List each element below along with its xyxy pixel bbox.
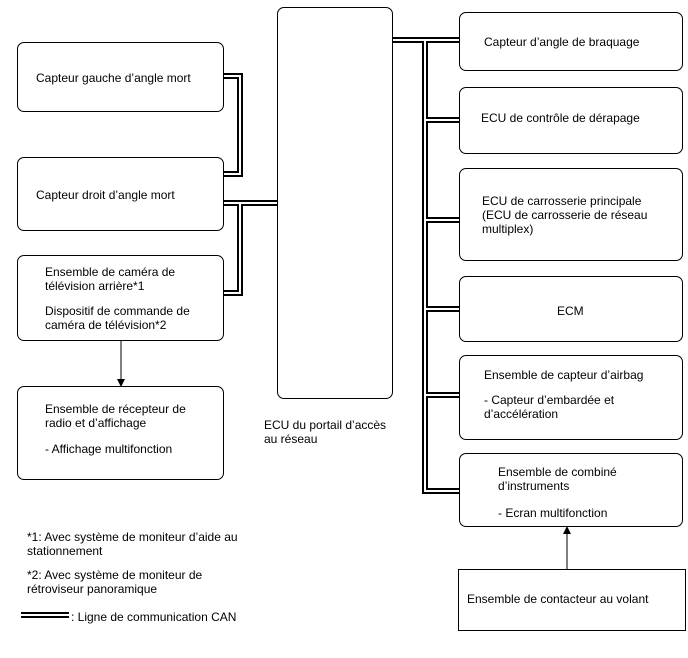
radio-receiver-label-1: Ensemble de récepteur de bbox=[45, 402, 186, 416]
gateway-ecu-box bbox=[277, 7, 393, 399]
footnote-2-line-2: rétroviseur panoramique bbox=[27, 582, 158, 596]
main-body-ecu-label-3: multiplex) bbox=[482, 222, 534, 236]
ecm-label: ECM bbox=[557, 304, 584, 318]
ecm-box: ECM bbox=[459, 276, 683, 342]
can-bus-blind-spot-left bbox=[224, 73, 243, 177]
skid-control-ecu-box: ECU de contrôle de dérapage bbox=[459, 87, 683, 154]
steering-angle-sensor-label: Capteur d’angle de braquage bbox=[484, 35, 640, 49]
steering-pad-switch-label: Ensemble de contacteur au volant bbox=[467, 592, 649, 606]
rear-camera-label-1: Ensemble de caméra de bbox=[45, 265, 176, 279]
main-body-ecu-label-1: ECU de carrosserie principale bbox=[482, 194, 642, 208]
can-bus-blind-spot-left-core bbox=[224, 75, 241, 175]
blind-spot-right-sensor-box: Capteur droit d’angle mort bbox=[17, 157, 224, 231]
can-line-legend-symbol bbox=[21, 612, 69, 618]
skid-control-ecu-label: ECU de contrôle de dérapage bbox=[481, 111, 640, 125]
rear-camera-label-2: télévision arrière*1 bbox=[45, 279, 145, 293]
yaw-rate-sensor-label-1: - Capteur d’embardée et bbox=[484, 393, 615, 407]
radio-receiver-box: Ensemble de récepteur de radio et d’affi… bbox=[17, 386, 224, 480]
footnote-1-line-1: *1: Avec système de moniteur d’aide au bbox=[27, 530, 238, 544]
rear-camera-box: Ensemble de caméra de télévision arrière… bbox=[17, 255, 224, 341]
camera-controller-label-1: Dispositif de commande de bbox=[45, 304, 190, 318]
blind-spot-left-sensor-label: Capteur gauche d’angle mort bbox=[36, 71, 191, 85]
airbag-sensor-box: Ensemble de capteur d’airbag - Capteur d… bbox=[459, 355, 683, 440]
blind-spot-right-sensor-label: Capteur droit d’angle mort bbox=[36, 188, 175, 202]
camera-controller-label-2: caméra de télévision*2 bbox=[45, 318, 167, 332]
combination-meter-label-2: d’instruments bbox=[498, 479, 570, 493]
can-line-legend-label: : Ligne de communication CAN bbox=[71, 610, 237, 624]
radio-receiver-label-2: radio et d’affichage bbox=[45, 416, 147, 430]
main-body-ecu-box: ECU de carrosserie principale (ECU de ca… bbox=[459, 168, 683, 261]
main-body-ecu-label-2: (ECU de carrosserie de réseau bbox=[482, 208, 648, 222]
multi-display-meter-label: - Ecran multifonction bbox=[498, 506, 608, 520]
can-bus-right-trunk-core bbox=[424, 40, 459, 492]
yaw-rate-sensor-label-2: d’accélération bbox=[484, 407, 559, 421]
can-bus-camera bbox=[224, 203, 243, 296]
steering-pad-switch-box: Ensemble de contacteur au volant bbox=[458, 569, 686, 631]
gateway-ecu-label-1: ECU du portail d’accès bbox=[264, 418, 387, 432]
steering-angle-sensor-box: Capteur d’angle de braquage bbox=[459, 12, 683, 71]
footnote-1-line-2: stationnement bbox=[27, 544, 103, 558]
footnote-2-line-1: *2: Avec système de moniteur de bbox=[27, 568, 203, 582]
combination-meter-box: Ensemble de combiné d’instruments - Ecra… bbox=[459, 453, 683, 527]
can-bus-right-trunk bbox=[422, 40, 459, 494]
can-bus-camera-core bbox=[224, 203, 241, 294]
multi-display-label: - Affichage multifonction bbox=[45, 442, 173, 456]
gateway-ecu-label-2: au réseau bbox=[264, 432, 318, 446]
blind-spot-left-sensor-box: Capteur gauche d’angle mort bbox=[17, 42, 224, 112]
airbag-sensor-label-1: Ensemble de capteur d’airbag bbox=[484, 368, 644, 382]
combination-meter-label-1: Ensemble de combiné bbox=[498, 465, 617, 479]
